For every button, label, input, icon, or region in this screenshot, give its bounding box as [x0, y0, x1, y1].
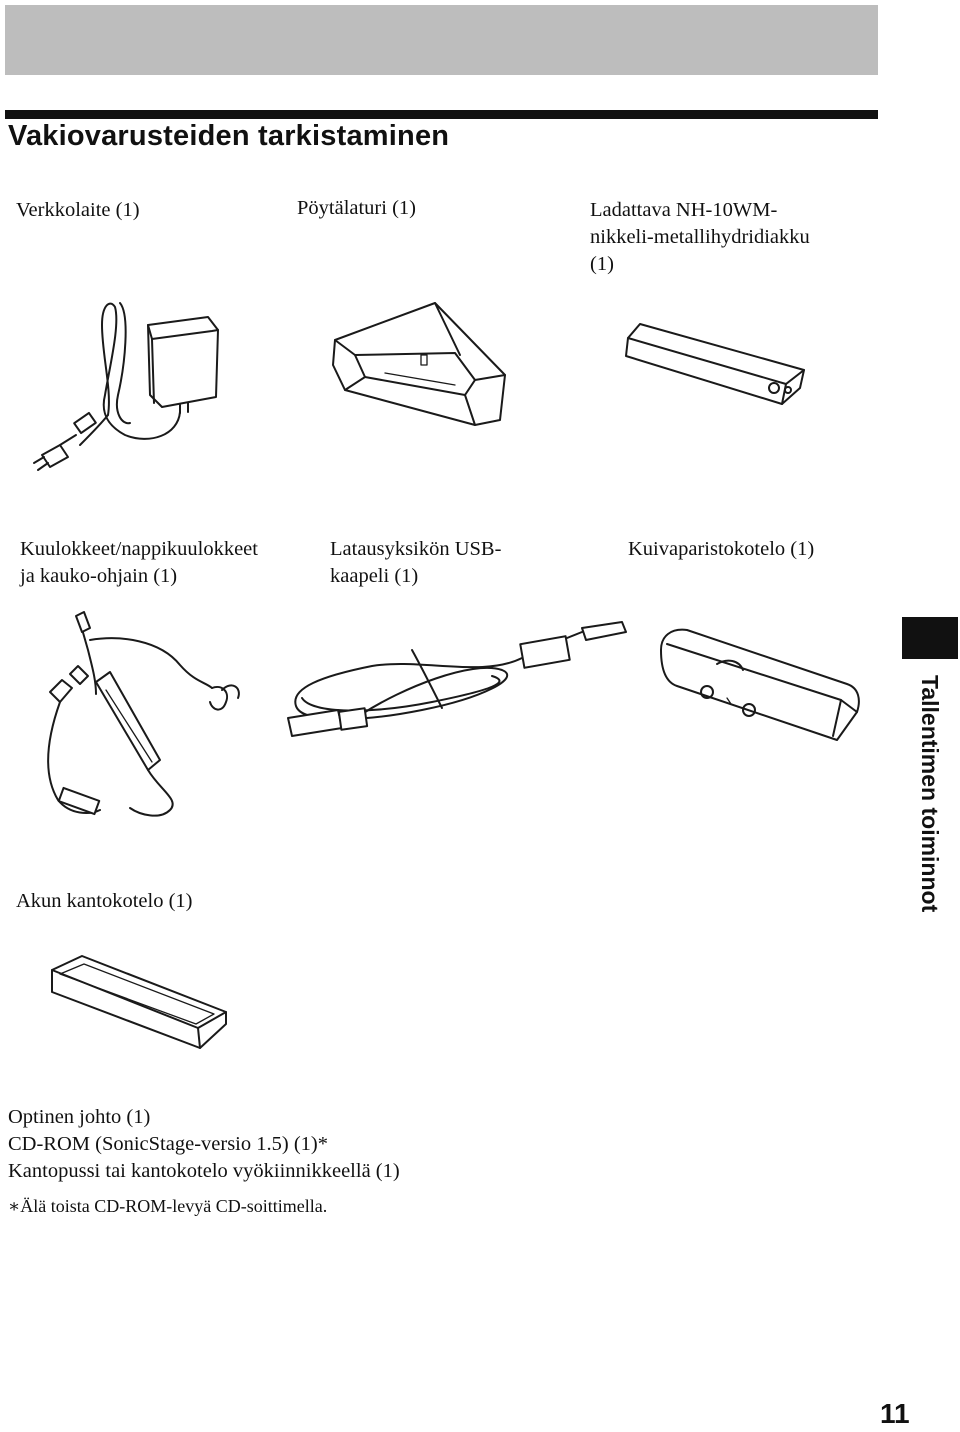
headphones-remote-illustration: [47, 611, 240, 817]
additional-items-list: Optinen johto (1) CD-ROM (SonicStage-ver…: [8, 1104, 400, 1185]
caption-battery: Ladattava NH-10WM- nikkeli-metallihydrid…: [590, 199, 810, 275]
list-item: Kantopussi tai kantokotelo vyökiinnikkee…: [8, 1160, 400, 1182]
ac-adaptor-illustration: [33, 302, 219, 471]
usb-cable-illustration: [287, 621, 627, 737]
dry-battery-case-illustration: [660, 628, 860, 741]
page-number: 11: [880, 1398, 910, 1429]
caption-dry-battery-case: Kuivaparistokotelo (1): [628, 538, 815, 560]
battery-illustration: [625, 323, 805, 405]
side-tab-marker: [902, 617, 958, 659]
header-bar: [5, 5, 878, 75]
title-rule: [5, 110, 878, 119]
page-title: Vakiovarusteiden tarkistaminen: [8, 120, 450, 152]
footnote: ∗Älä toista CD-ROM-levyä CD-soittimella.: [8, 1196, 328, 1216]
side-tab-label: Tallentimen toiminnot: [917, 675, 943, 913]
caption-headphones: Kuulokkeet/nappikuulokkeet ja kauko-ohja…: [20, 538, 258, 587]
list-item: CD-ROM (SonicStage-versio 1.5) (1)*: [8, 1133, 328, 1155]
caption-battery-carrying-case: Akun kantokotelo (1): [16, 890, 193, 912]
caption-desk-charger: Pöytälaturi (1): [297, 197, 416, 219]
caption-usb-cable: Latausyksikön USB- kaapeli (1): [330, 538, 502, 587]
list-item: Optinen johto (1): [8, 1106, 151, 1128]
battery-carrying-case-illustration: [51, 955, 227, 1049]
caption-ac-adaptor: Verkkolaite (1): [16, 199, 140, 221]
desk-charger-illustration: [332, 302, 506, 426]
